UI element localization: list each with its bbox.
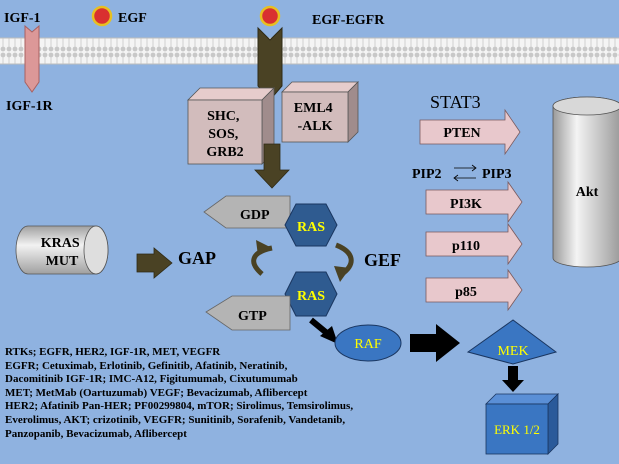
egf-egfr-label: EGF-EGFR [312, 13, 385, 28]
raf-ellipse [334, 324, 402, 362]
raf-label: RAF [354, 337, 381, 352]
gtp-label: GTP [238, 309, 267, 324]
egf-label: EGF [118, 11, 147, 26]
mut-label: MUT [46, 254, 79, 269]
akt-label: Akt [576, 185, 599, 200]
pip2-label: PIP2 [412, 167, 442, 182]
mek-triangle [466, 319, 558, 365]
drug-note-line: Everolimus, AKT; crizotinib, VEGFR; Suni… [5, 413, 346, 426]
drug-note-line: MET; MetMab (Oartuzumab) VEGF; Bevacizum… [5, 386, 308, 399]
pip-equilibrium-arrows [453, 164, 477, 182]
erk-box: ERK 1/2 [485, 393, 559, 455]
eml4-label: EML4 [294, 101, 333, 116]
cell-membrane [0, 37, 619, 65]
pten-arrow [419, 108, 521, 156]
gdp-shape [203, 195, 291, 229]
mek-to-erk-arrow [502, 366, 524, 392]
pi3k-label: PI3K [450, 197, 482, 212]
ras-gdp-hexagon [284, 203, 338, 247]
grb2-label: GRB2 [206, 145, 243, 160]
ras-bottom-label: RAS [297, 289, 325, 304]
igf1r-receptor-shape [24, 24, 40, 93]
egf-bound-ligand-icon [259, 5, 281, 27]
ras-top-label: RAS [297, 220, 325, 235]
drug-note-line: RTKs; EGFR, HER2, IGF-1R, MET, VEGFR [5, 346, 221, 358]
p85-arrow [425, 268, 523, 312]
drug-note-line: Panzopanib, Bevacizumab, Aflibercept [5, 427, 187, 440]
drug-note-line: HER2; Afatinib Pan-HER; PF00299804, mTOR… [5, 400, 354, 413]
shc-label: SHC, [207, 109, 239, 124]
svg-text:EML4 -ALK: EML4 -ALK [294, 101, 336, 134]
p110-label: p110 [452, 239, 480, 254]
kras-mut-cylinder: KRAS MUT [15, 225, 109, 275]
pip3-label: PIP3 [482, 167, 512, 182]
ras-gtp-hexagon [284, 271, 338, 317]
drug-note-line: Dacomitinib IGF-1R; IMC-A12, Figitumumab… [5, 373, 298, 386]
ras-to-raf-arrow [309, 317, 330, 337]
igf1r-label: IGF-1R [6, 99, 54, 114]
sos-label: SOS, [208, 127, 238, 142]
gef-label: GEF [364, 250, 401, 270]
p110-arrow [425, 222, 523, 266]
svg-text:SHC, SOS, GRB2: SHC, SOS, GRB2 [206, 109, 243, 160]
erk-label: ERK 1/2 [494, 422, 540, 437]
kras-to-gap-arrow [136, 247, 173, 279]
igf1-label: IGF-1 [4, 11, 41, 26]
egfr-receptor-shape [257, 26, 283, 101]
akt-cylinder: Akt [552, 96, 619, 268]
svg-text:KRAS MUT: KRAS MUT [41, 236, 83, 269]
pi3k-arrow [425, 180, 523, 224]
eml4-alk-box: EML4 -ALK [281, 81, 359, 143]
gdp-label: GDP [240, 208, 270, 223]
shc-sos-grb2-box: SHC, SOS, GRB2 [187, 87, 275, 165]
alk-label: -ALK [298, 119, 333, 134]
stat3-label: STAT3 [430, 92, 481, 112]
p85-label: p85 [455, 285, 477, 300]
egf-ligand-icon [91, 5, 113, 27]
drug-notes-block: RTKs; EGFR, HER2, IGF-1R, MET, VEGFR EGF… [5, 346, 485, 441]
down-arrow-to-ras [254, 143, 290, 189]
gtp-shape [205, 295, 291, 331]
kras-label: KRAS [41, 236, 80, 251]
pten-label: PTEN [443, 126, 480, 141]
mek-label: MEK [497, 344, 528, 359]
drug-note-line: EGFR; Cetuximab, Erlotinib, Gefinitib, A… [5, 359, 288, 372]
raf-to-mek-arrow [410, 324, 460, 362]
gap-label: GAP [178, 248, 216, 268]
